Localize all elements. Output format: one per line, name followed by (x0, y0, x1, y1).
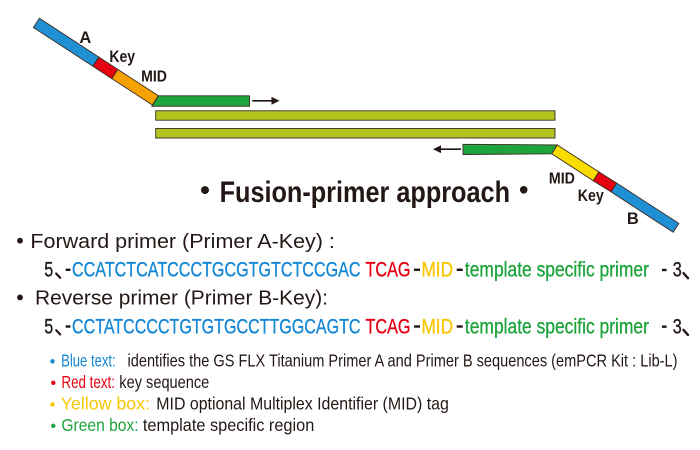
svg-text:Fusion-primer approach: Fusion-primer approach (220, 176, 510, 209)
svg-text:5: 5 (44, 258, 53, 282)
svg-text:MID: MID (422, 314, 454, 338)
svg-text:Reverse primer (Primer B-Key):: Reverse primer (Primer B-Key): (35, 286, 328, 309)
svg-text:Blue text:: Blue text: (61, 351, 116, 371)
svg-text:3: 3 (673, 314, 682, 338)
svg-text:5: 5 (44, 314, 53, 338)
svg-text:Forward primer (Primer A-Key): Forward primer (Primer A-Key) : (30, 230, 335, 253)
svg-text:CCTATCCCCTGTGTGCCTTGGCAGTC: CCTATCCCCTGTGTGCCTTGGCAGTC (72, 314, 361, 338)
svg-text:Key: Key (109, 47, 135, 66)
svg-text:MID optional Multiplex Identif: MID optional Multiplex Identifier (MID) … (156, 394, 449, 414)
svg-text:key sequence: key sequence (119, 372, 209, 392)
svg-text:MID: MID (549, 171, 575, 188)
svg-text:Green box:: Green box: (61, 415, 138, 435)
svg-text:A: A (79, 29, 91, 47)
svg-text:3: 3 (673, 258, 682, 282)
svg-text:TCAG: TCAG (366, 258, 411, 282)
svg-text:Yellow box:: Yellow box: (61, 394, 150, 414)
svg-text:template specific primer: template specific primer (465, 314, 649, 338)
svg-text:TCAG: TCAG (366, 314, 411, 338)
svg-text:template specific primer: template specific primer (465, 258, 649, 282)
svg-text:MID: MID (141, 69, 167, 86)
svg-text:identifies the GS FLX Titanium: identifies the GS FLX Titanium Primer A … (128, 351, 678, 371)
svg-text:Key: Key (578, 186, 604, 205)
svg-text:CCATCTCATCCCTGCGTGTCTCCGAC: CCATCTCATCCCTGCGTGTCTCCGAC (72, 258, 361, 282)
svg-text:template specific region: template specific region (143, 415, 314, 435)
svg-text:B: B (627, 210, 639, 228)
svg-text:MID: MID (422, 258, 454, 282)
svg-text:Red text:: Red text: (61, 372, 115, 392)
